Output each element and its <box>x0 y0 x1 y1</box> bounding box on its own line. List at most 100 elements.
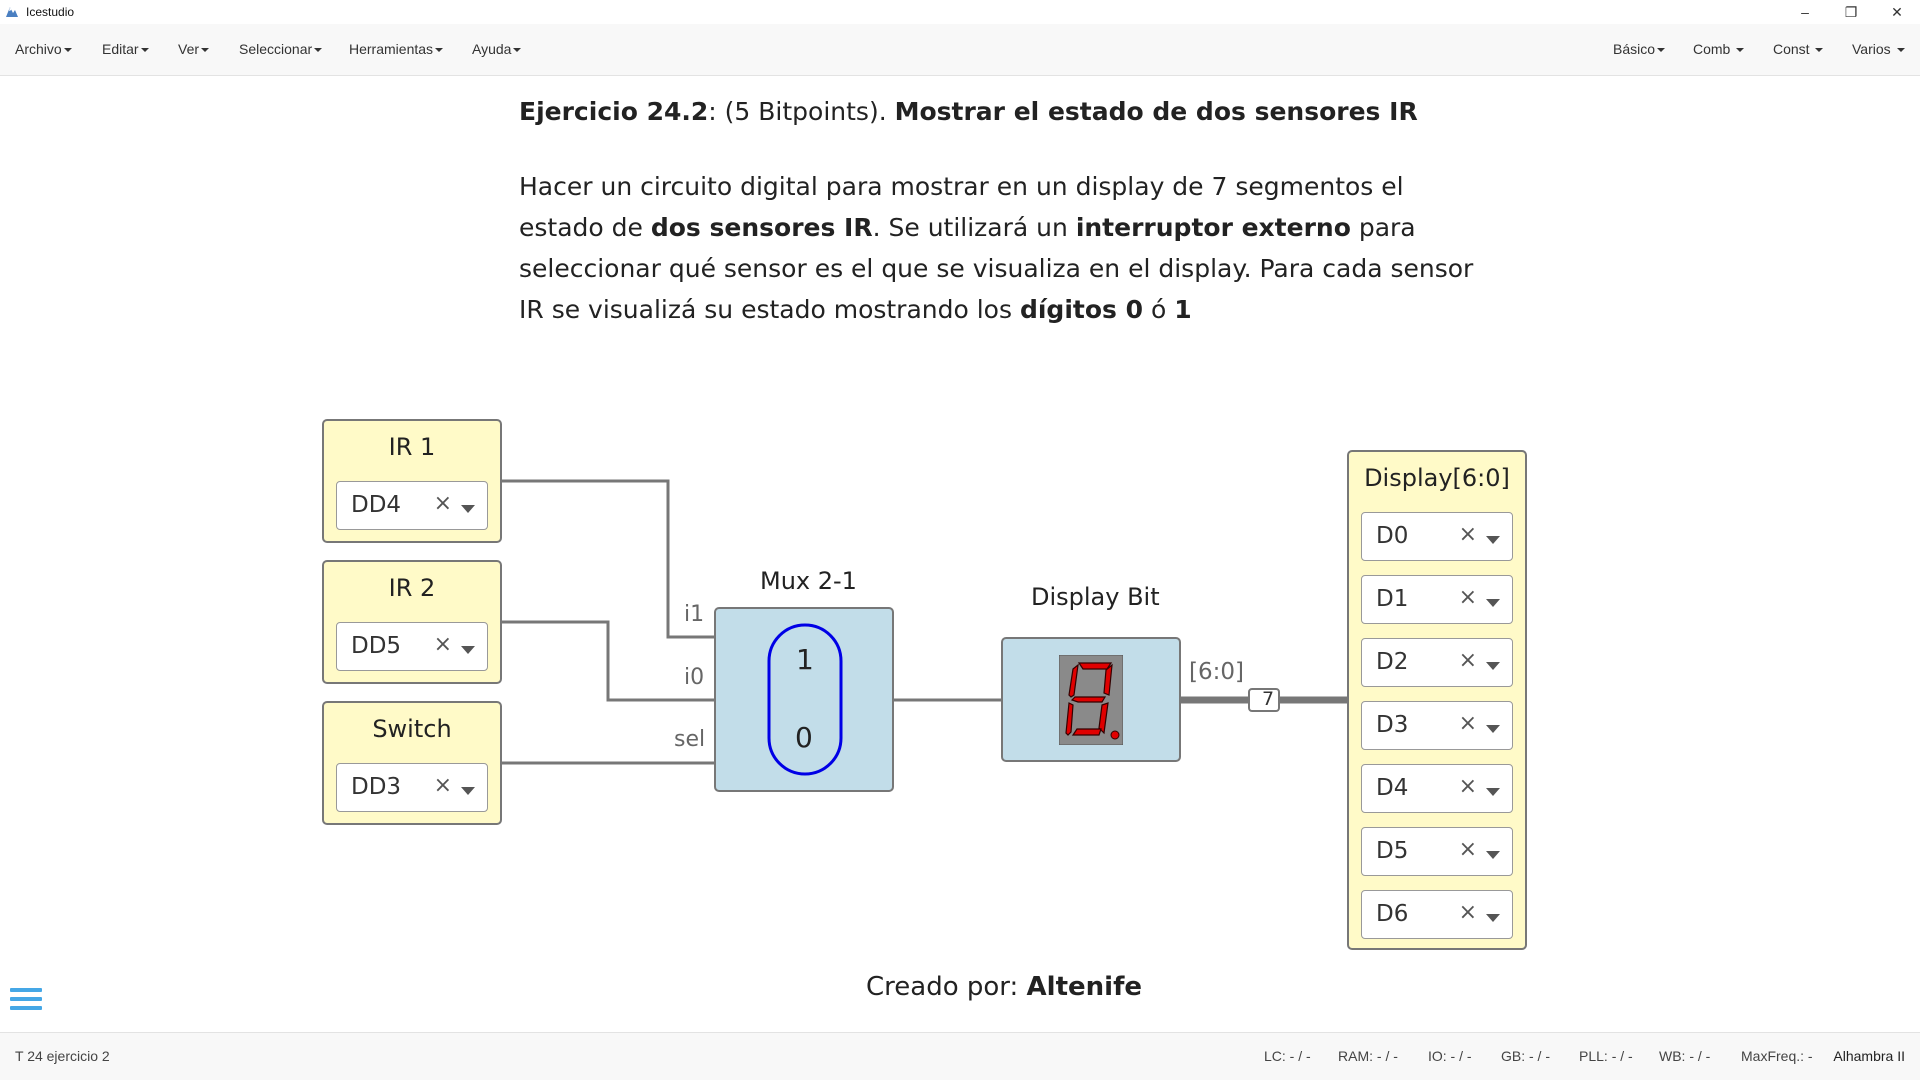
menu-label: Editar <box>102 41 139 57</box>
menu-label: Archivo <box>15 41 62 57</box>
output-block-display[interactable]: Display[6:0] D0×D1×D2×D3×D4×D5×D6× <box>1347 450 1527 950</box>
chevron-down-icon[interactable] <box>1486 662 1500 670</box>
chevron-down-icon[interactable] <box>461 505 475 513</box>
chevron-down-icon <box>1736 48 1745 53</box>
exercise-text: . Se utilizará un <box>872 213 1076 242</box>
clear-icon[interactable]: × <box>1458 774 1477 799</box>
exercise-bold-text: interruptor externo <box>1075 213 1351 242</box>
input-block-switch[interactable]: Switch DD3 × <box>322 701 502 825</box>
menu-const[interactable]: Const <box>1773 41 1824 57</box>
pin-select-d3[interactable]: D3 × <box>1361 701 1513 750</box>
pin-value: DD3 <box>351 774 402 800</box>
menu-seleccionar[interactable]: Seleccionar <box>239 41 323 57</box>
input-block-ir1[interactable]: IR 1 DD4 × <box>322 419 502 543</box>
pin-select-d0[interactable]: D0 × <box>1361 512 1513 561</box>
minimize-button[interactable]: – <box>1801 4 1809 20</box>
menu-basico[interactable]: Básico <box>1613 41 1666 57</box>
menu-label: Seleccionar <box>239 41 313 57</box>
pin-select-switch[interactable]: DD3 × <box>336 763 488 812</box>
chevron-down-icon[interactable] <box>1486 536 1500 544</box>
pin-value: D0 <box>1376 523 1409 549</box>
menu-comb[interactable]: Comb <box>1693 41 1745 57</box>
clear-icon[interactable]: × <box>433 773 452 798</box>
mux-port-i1: i1 <box>684 602 705 627</box>
credit-text[interactable]: Creado por: Altenife <box>866 972 1142 1002</box>
exercise-bold-text: dos sensores IR <box>650 213 873 242</box>
menu-varios[interactable]: Varios <box>1852 41 1905 57</box>
stat-ram: RAM: - / - <box>1338 1048 1398 1064</box>
exercise-description[interactable]: Hacer un circuito digital para mostrar e… <box>519 166 1479 330</box>
pin-value: D1 <box>1376 586 1409 612</box>
menu-herramientas[interactable]: Herramientas <box>349 41 444 57</box>
clear-icon[interactable]: × <box>433 632 452 657</box>
board-selector[interactable]: Alhambra II <box>1833 1048 1905 1064</box>
pin-select-d4[interactable]: D4× <box>1361 764 1513 813</box>
stat-wb: WB: - / - <box>1659 1048 1711 1064</box>
exercise-text: para seleccionar qué sensor es el que se… <box>519 213 1474 324</box>
chevron-down-icon <box>314 48 323 53</box>
project-name: T 24 ejercicio 2 <box>15 1048 110 1064</box>
exercise-title[interactable]: Ejercicio 24.2: (5 Bitpoints). Mostrar e… <box>519 97 1418 126</box>
wires-layer <box>502 479 1348 765</box>
circuit-canvas[interactable]: Ejercicio 24.2: (5 Bitpoints). Mostrar e… <box>0 77 1920 1032</box>
pin-value: D5 <box>1376 838 1409 864</box>
chevron-down-icon <box>1815 48 1824 53</box>
input-block-ir2[interactable]: IR 2 DD5 × <box>322 560 502 684</box>
status-bar: T 24 ejercicio 2 LC: - / - RAM: - / - IO… <box>0 1032 1920 1080</box>
chevron-down-icon <box>1896 48 1905 53</box>
mux-block[interactable]: 1 0 <box>714 607 894 792</box>
clear-icon[interactable]: × <box>1458 648 1477 673</box>
pin-value: DD4 <box>351 492 402 518</box>
pin-value: DD5 <box>351 633 402 659</box>
menu-hamburger-icon[interactable] <box>10 988 42 1018</box>
chevron-down-icon[interactable] <box>1486 914 1500 922</box>
chevron-down-icon <box>63 48 72 53</box>
chevron-down-icon[interactable] <box>461 787 475 795</box>
chevron-down-icon[interactable] <box>1486 851 1500 859</box>
menu-label: Básico <box>1613 41 1656 57</box>
clear-icon[interactable]: × <box>433 491 452 516</box>
menu-ayuda[interactable]: Ayuda <box>472 41 522 57</box>
input-label: IR 2 <box>388 574 436 602</box>
exercise-bold-text: 1 <box>1174 295 1192 324</box>
menu-ver[interactable]: Ver <box>178 41 210 57</box>
window-title: Icestudio <box>26 5 75 19</box>
display-bit-block[interactable] <box>1001 637 1181 762</box>
chevron-down-icon[interactable] <box>1486 599 1500 607</box>
wire-ir1-i1 <box>502 479 715 639</box>
stat-lc: LC: - / - <box>1264 1048 1311 1064</box>
menu-archivo[interactable]: Archivo <box>15 41 72 57</box>
chevron-down-icon[interactable] <box>1486 788 1500 796</box>
chevron-down-icon <box>201 48 210 53</box>
clear-icon[interactable]: × <box>1458 711 1477 736</box>
chevron-down-icon[interactable] <box>461 646 475 654</box>
mux-port-sel: sel <box>674 727 706 752</box>
menu-label: Varios <box>1852 41 1891 57</box>
pin-select-d1[interactable]: D1 × <box>1361 575 1513 624</box>
chevron-down-icon[interactable] <box>1486 725 1500 733</box>
chevron-down-icon <box>513 48 522 53</box>
pin-value: D6 <box>1376 901 1409 927</box>
menu-editar[interactable]: Editar <box>102 41 149 57</box>
pin-select-d5[interactable]: D5 × <box>1361 827 1513 876</box>
pin-select-ir2[interactable]: DD5 × <box>336 622 488 671</box>
clear-icon[interactable]: × <box>1458 900 1477 925</box>
mux-value-top: 1 <box>796 643 814 676</box>
display-bit-out-port: [6:0] <box>1189 659 1244 685</box>
credit-author: Altenife <box>1026 972 1143 1002</box>
exercise-text: Hacer un circuito digital para mostrar e… <box>519 172 1404 242</box>
bus-width-label: 7 <box>1262 688 1275 710</box>
clear-icon[interactable]: × <box>1458 837 1477 862</box>
pin-value: D3 <box>1376 712 1409 738</box>
close-button[interactable]: ✕ <box>1891 3 1903 20</box>
bus-width-badge <box>1248 688 1280 712</box>
clear-icon[interactable]: × <box>1458 585 1477 610</box>
pin-select-ir1[interactable]: DD4 × <box>336 481 488 530</box>
clear-icon[interactable]: × <box>1458 522 1477 547</box>
pin-select-d6[interactable]: D6 × <box>1361 890 1513 939</box>
restore-button[interactable]: ❐ <box>1844 3 1858 20</box>
menu-label: Herramientas <box>349 41 434 57</box>
stat-io: IO: - / - <box>1428 1048 1472 1064</box>
exercise-bold-text: dígitos 0 <box>1019 295 1143 324</box>
pin-select-d2[interactable]: D2× <box>1361 638 1513 687</box>
